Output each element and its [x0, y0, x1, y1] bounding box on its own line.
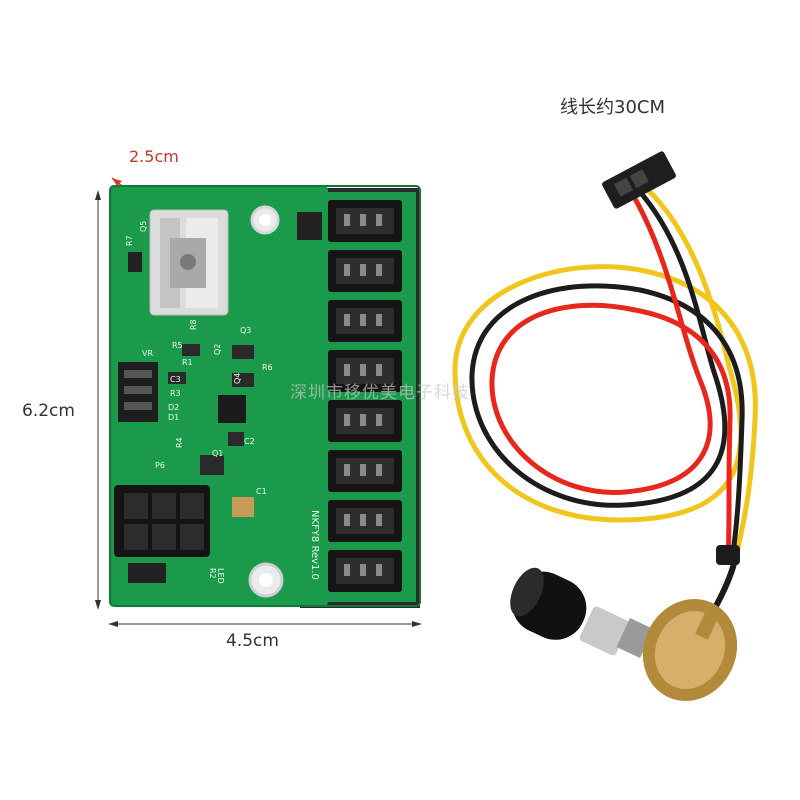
fan-header	[328, 400, 402, 442]
width-dimension-label: 4.5cm	[226, 631, 279, 651]
silkscreen-label: C2	[244, 437, 255, 446]
cable-connector	[602, 151, 676, 209]
fan-header	[328, 550, 402, 592]
fan-header	[328, 300, 402, 342]
silkscreen-label: Q3	[240, 326, 251, 335]
fan-header	[328, 200, 402, 242]
silkscreen-label: R1	[182, 358, 193, 367]
fan-header	[328, 350, 402, 392]
silkscreen-label: VR	[142, 349, 153, 358]
fan-header	[328, 450, 402, 492]
silkscreen-label: C3	[170, 375, 181, 384]
dimension-lines	[95, 177, 422, 627]
silkscreen-label: C1	[256, 487, 267, 496]
pcb-board: NKFY8 Rev1.0 Q5R7R8Q3Q2R6R5VRR1C3R3D2D1Q…	[109, 185, 421, 608]
silkscreen-label: Q1	[212, 449, 223, 458]
silkscreen-label: D2	[168, 403, 179, 412]
silkscreen-label: R6	[262, 363, 273, 372]
silkscreen-label: P6	[155, 461, 165, 470]
silkscreen-label: R4	[175, 437, 184, 448]
watermark: 深圳市移优美电子科技	[290, 383, 470, 403]
fan-header	[328, 500, 402, 542]
fan-header-column	[328, 200, 402, 592]
silkscreen-label: Q4	[233, 373, 242, 384]
board-model-label: NKFY8 Rev1.0	[309, 510, 320, 580]
silkscreen-label: LED	[216, 568, 225, 584]
cable-length-label: 线长约30CM	[560, 97, 666, 118]
silkscreen-label: R2	[208, 568, 217, 579]
height-dimension-label: 6.2cm	[22, 401, 75, 421]
silkscreen-label: Q2	[213, 344, 222, 355]
silkscreen-label: R7	[125, 235, 134, 246]
silkscreen-label: R5	[172, 341, 183, 350]
silkscreen-label: R3	[170, 389, 181, 398]
silkscreen-label: Q5	[139, 221, 148, 232]
fan-header	[328, 250, 402, 292]
silkscreen-label: R8	[189, 319, 198, 330]
cable-loop	[452, 187, 758, 623]
potentiometer	[510, 567, 738, 701]
top-width-dimension-label: 2.5cm	[129, 147, 179, 166]
silkscreen-label: D1	[168, 413, 179, 422]
